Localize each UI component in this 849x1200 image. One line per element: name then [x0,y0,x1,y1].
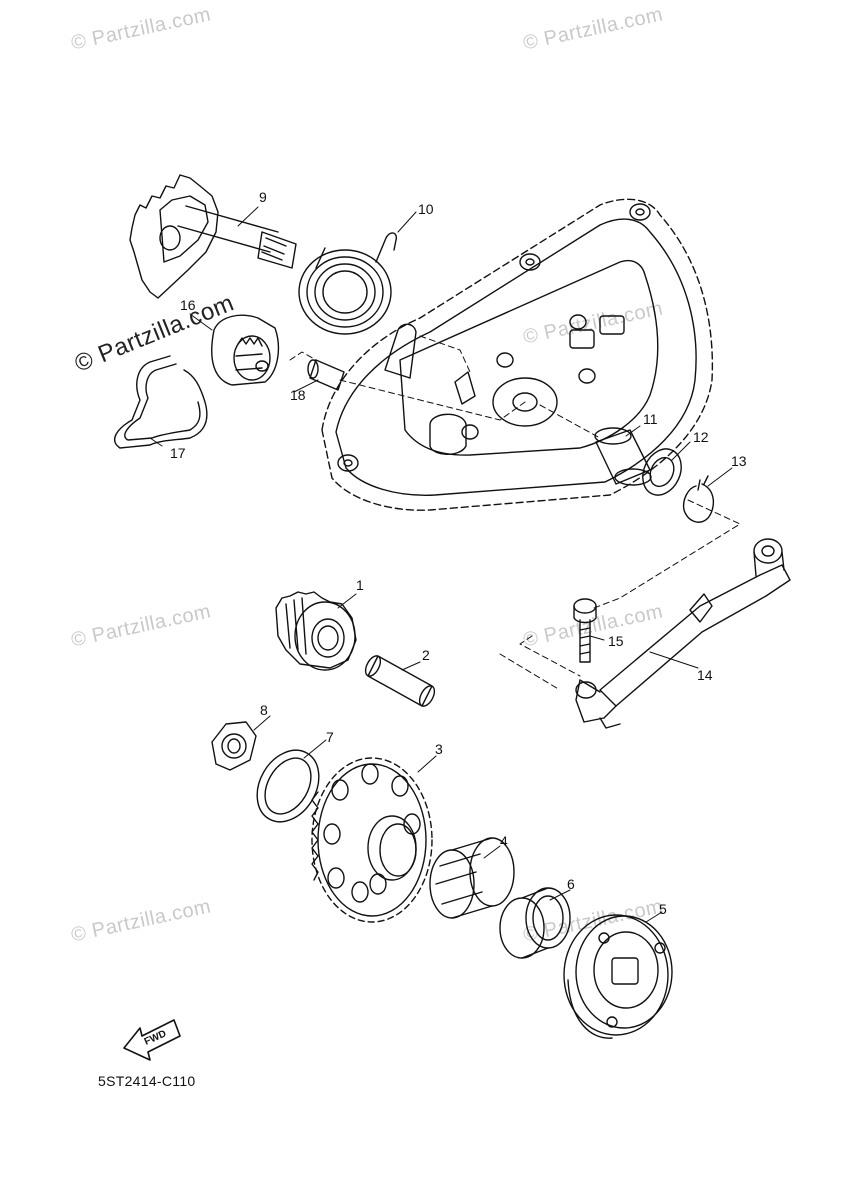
part-7-washer [256,749,320,823]
callout-4: 4 [500,833,508,849]
part-1-idle-gear [275,591,357,671]
callout-8: 8 [260,702,268,718]
callout-5: 5 [659,901,667,917]
callout-11: 11 [643,411,658,427]
assembly-lines [289,335,741,691]
callout-1: 1 [356,577,364,593]
part-3-driven-gear [311,757,433,923]
callout-2: 2 [422,647,430,663]
part-5-clutch-housing [563,914,673,1039]
callout-17: 17 [170,445,186,461]
callout-16: 16 [180,297,196,313]
part-2-shaft [364,655,436,707]
part-12-washer [642,448,682,496]
part-11-collar [594,427,652,486]
crankcase-cover [321,198,714,511]
part-17-clip [114,355,208,449]
part-10-kick-spring [298,232,398,335]
callout-13: 13 [731,453,747,469]
part-4-needle-bearing [429,837,515,919]
callout-9: 9 [259,189,267,205]
callout-6: 6 [567,876,575,892]
part-6-collar [499,887,571,959]
callout-3: 3 [435,741,443,757]
callout-7: 7 [326,729,334,745]
callout-14: 14 [697,667,713,683]
fwd-arrow-icon [123,1019,181,1061]
part-18-pin [307,359,345,391]
part-16-kick-gear [211,314,280,386]
diagram-code: 5ST2414-C110 [98,1073,196,1089]
part-13-circlip [682,475,715,523]
fwd-label: FWD [143,1028,168,1047]
callout-10: 10 [418,201,434,217]
part-9-kick-shaft [129,174,297,299]
part-8-nut [211,721,257,771]
part-14-kick-crank [575,538,791,729]
part-15-bolt [573,598,597,663]
callout-18: 18 [290,387,306,403]
callout-15: 15 [608,633,624,649]
callout-12: 12 [693,429,709,445]
leader-lines [149,206,733,923]
